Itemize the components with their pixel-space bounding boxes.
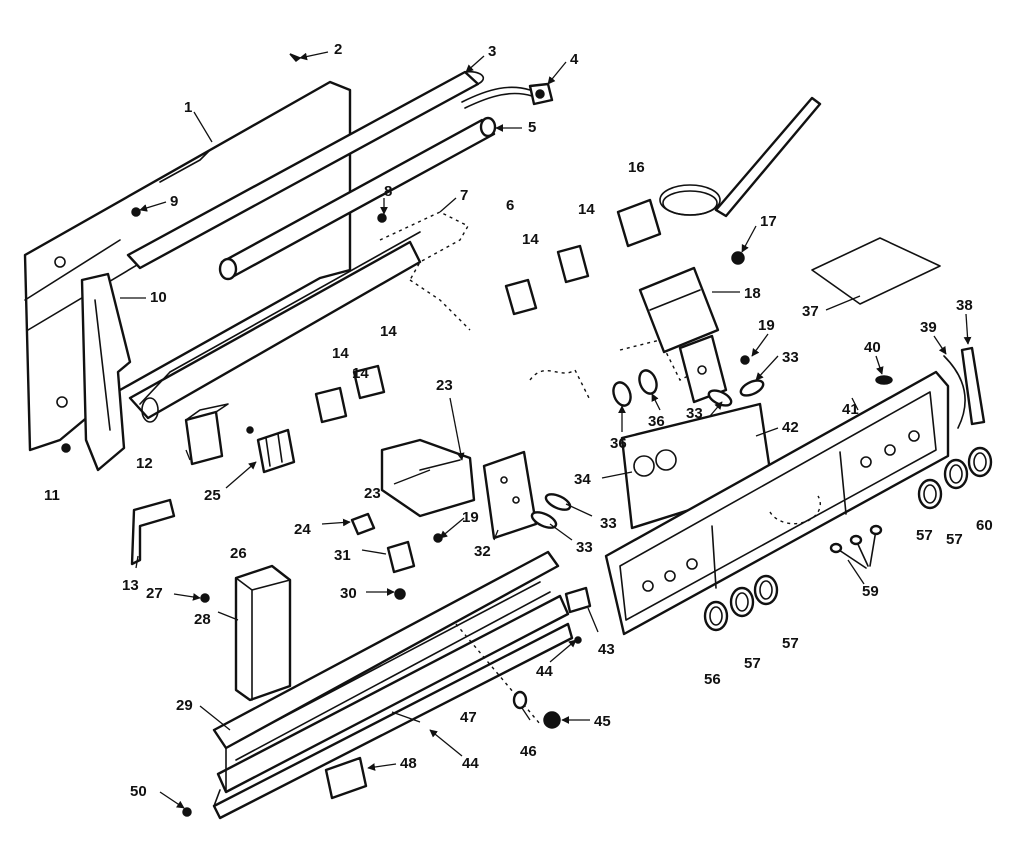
leaders xyxy=(120,51,972,809)
callout-label: 18 xyxy=(744,285,761,302)
callout-label: 28 xyxy=(194,611,211,628)
callout-label: 57 xyxy=(744,655,761,672)
callout-label: 34 xyxy=(574,471,591,488)
callout-label: 59 xyxy=(862,583,879,600)
box-bracket xyxy=(234,564,292,702)
callout-label: 4 xyxy=(570,51,579,68)
callout-label: 5 xyxy=(528,119,536,136)
part-46 xyxy=(512,690,528,710)
callout-label: 14 xyxy=(522,231,539,248)
wiring xyxy=(379,211,701,401)
callout-label: 33 xyxy=(686,405,703,422)
callout-label: 44 xyxy=(462,755,479,772)
callout-label: 17 xyxy=(760,213,777,230)
callout-label: 33 xyxy=(600,515,617,532)
callout-label: 43 xyxy=(598,641,615,658)
callout-label: 36 xyxy=(648,413,665,430)
callout-label: 30 xyxy=(340,585,357,602)
switches xyxy=(314,244,590,424)
callout-label: 27 xyxy=(146,585,163,602)
callout-label: 50 xyxy=(130,783,147,800)
callout-label: 41 xyxy=(842,401,859,418)
thermostat xyxy=(616,96,822,248)
callout-label: 46 xyxy=(520,743,537,760)
lower-trough xyxy=(128,231,422,423)
plate-32 xyxy=(482,450,538,540)
callout-label: 42 xyxy=(782,419,799,436)
callout-labels: 1 2 3 4 5 6 7 8 9 10 11 12 13 14 14 14 1… xyxy=(44,41,993,800)
callout-label: 40 xyxy=(864,339,881,356)
element-33-upper xyxy=(678,334,728,404)
callout-label: 14 xyxy=(578,201,595,218)
callout-label: 33 xyxy=(576,539,593,556)
callout-label: 39 xyxy=(920,319,937,336)
callout-label: 7 xyxy=(460,187,468,204)
callout-label: 16 xyxy=(628,159,645,176)
callout-label: 56 xyxy=(704,671,721,688)
callout-label: 32 xyxy=(474,543,491,560)
callout-label: 10 xyxy=(150,289,167,306)
callout-label: 9 xyxy=(170,193,178,210)
callout-label: 23 xyxy=(364,485,381,502)
callout-label: 19 xyxy=(758,317,775,334)
trim-plate xyxy=(811,237,941,305)
side-bracket xyxy=(80,272,132,472)
callout-label: 13 xyxy=(122,577,139,594)
callout-label: 23 xyxy=(436,377,453,394)
callout-label: 48 xyxy=(400,755,417,772)
callout-label: 14 xyxy=(332,345,349,362)
trim-strips xyxy=(943,346,986,429)
callout-label: 29 xyxy=(176,697,193,714)
callout-label: 60 xyxy=(976,517,993,534)
keys-59 xyxy=(829,524,883,569)
part-48 xyxy=(324,756,368,800)
callout-label: 11 xyxy=(44,487,60,504)
callout-label: 38 xyxy=(956,297,973,314)
callout-label: 26 xyxy=(230,545,247,562)
knob-rings xyxy=(703,446,993,632)
screws xyxy=(61,53,750,817)
control-panel xyxy=(604,370,950,636)
callout-label: 44 xyxy=(536,663,553,680)
connector-4 xyxy=(528,82,554,106)
small-parts xyxy=(350,512,592,614)
sockets-33 xyxy=(530,379,765,529)
callout-label: 57 xyxy=(946,531,963,548)
callout-label: 47 xyxy=(460,709,477,726)
callout-label: 6 xyxy=(506,197,514,214)
bracket-23 xyxy=(380,438,476,518)
callout-label: 36 xyxy=(610,435,627,452)
burner-tube xyxy=(218,116,497,281)
callout-label: 31 xyxy=(334,547,351,564)
callout-label: 14 xyxy=(352,365,369,382)
callout-label: 12 xyxy=(136,455,153,472)
callout-label: 14 xyxy=(380,323,397,340)
callout-label: 57 xyxy=(782,635,799,652)
bracket-18 xyxy=(638,266,720,354)
lower-rail xyxy=(212,550,574,820)
callout-label: 25 xyxy=(204,487,221,504)
callout-label: 37 xyxy=(802,303,819,320)
lamps-36 xyxy=(612,369,658,407)
button-40 xyxy=(875,375,893,385)
callout-label: 19 xyxy=(462,509,479,526)
callout-label: 45 xyxy=(594,713,611,730)
callout-label: 24 xyxy=(294,521,311,538)
angle-bracket xyxy=(130,498,176,566)
callout-label: 1 xyxy=(184,99,192,116)
callout-label: 57 xyxy=(916,527,933,544)
callout-label: 2 xyxy=(334,41,342,58)
bracket-12 xyxy=(184,403,229,466)
callout-label: 33 xyxy=(782,349,799,366)
top-tube xyxy=(126,70,533,270)
callout-label: 8 xyxy=(384,183,392,200)
terminal-block xyxy=(256,428,296,474)
callout-label: 3 xyxy=(488,43,496,60)
